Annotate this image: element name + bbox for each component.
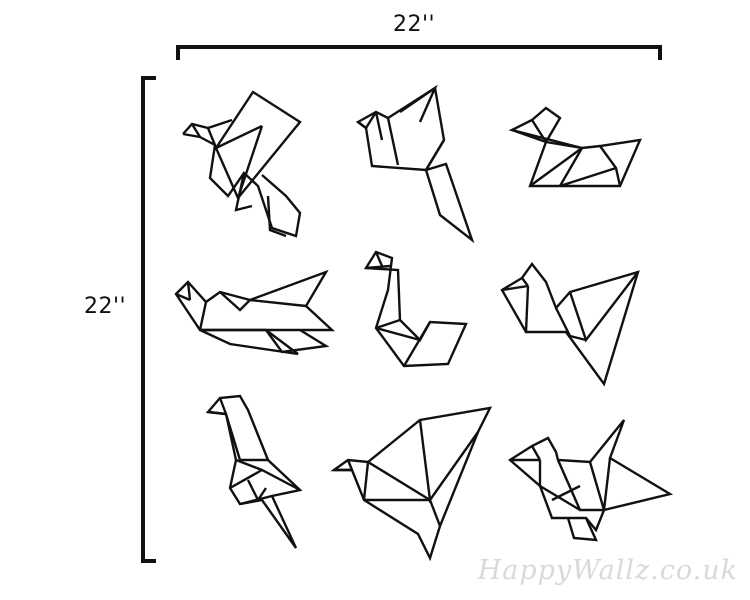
watermark: HappyWallz.co.uk (477, 555, 738, 586)
origami-pigeon-icon (182, 90, 302, 238)
origami-duck-icon (508, 106, 642, 188)
origami-crane-flat-icon (174, 269, 336, 356)
origami-eagle-icon (205, 394, 303, 549)
origami-crane-icon (500, 261, 640, 387)
height-dimension-bar (141, 76, 156, 563)
origami-swan-icon (363, 250, 468, 368)
origami-bird-wings-up-icon (330, 406, 493, 562)
width-label: 22'' (393, 12, 436, 37)
width-dimension-bar (176, 45, 662, 60)
height-label: 22'' (84, 294, 127, 319)
origami-dove-flying-icon (355, 84, 475, 244)
origami-bird-standing-icon (507, 419, 674, 542)
